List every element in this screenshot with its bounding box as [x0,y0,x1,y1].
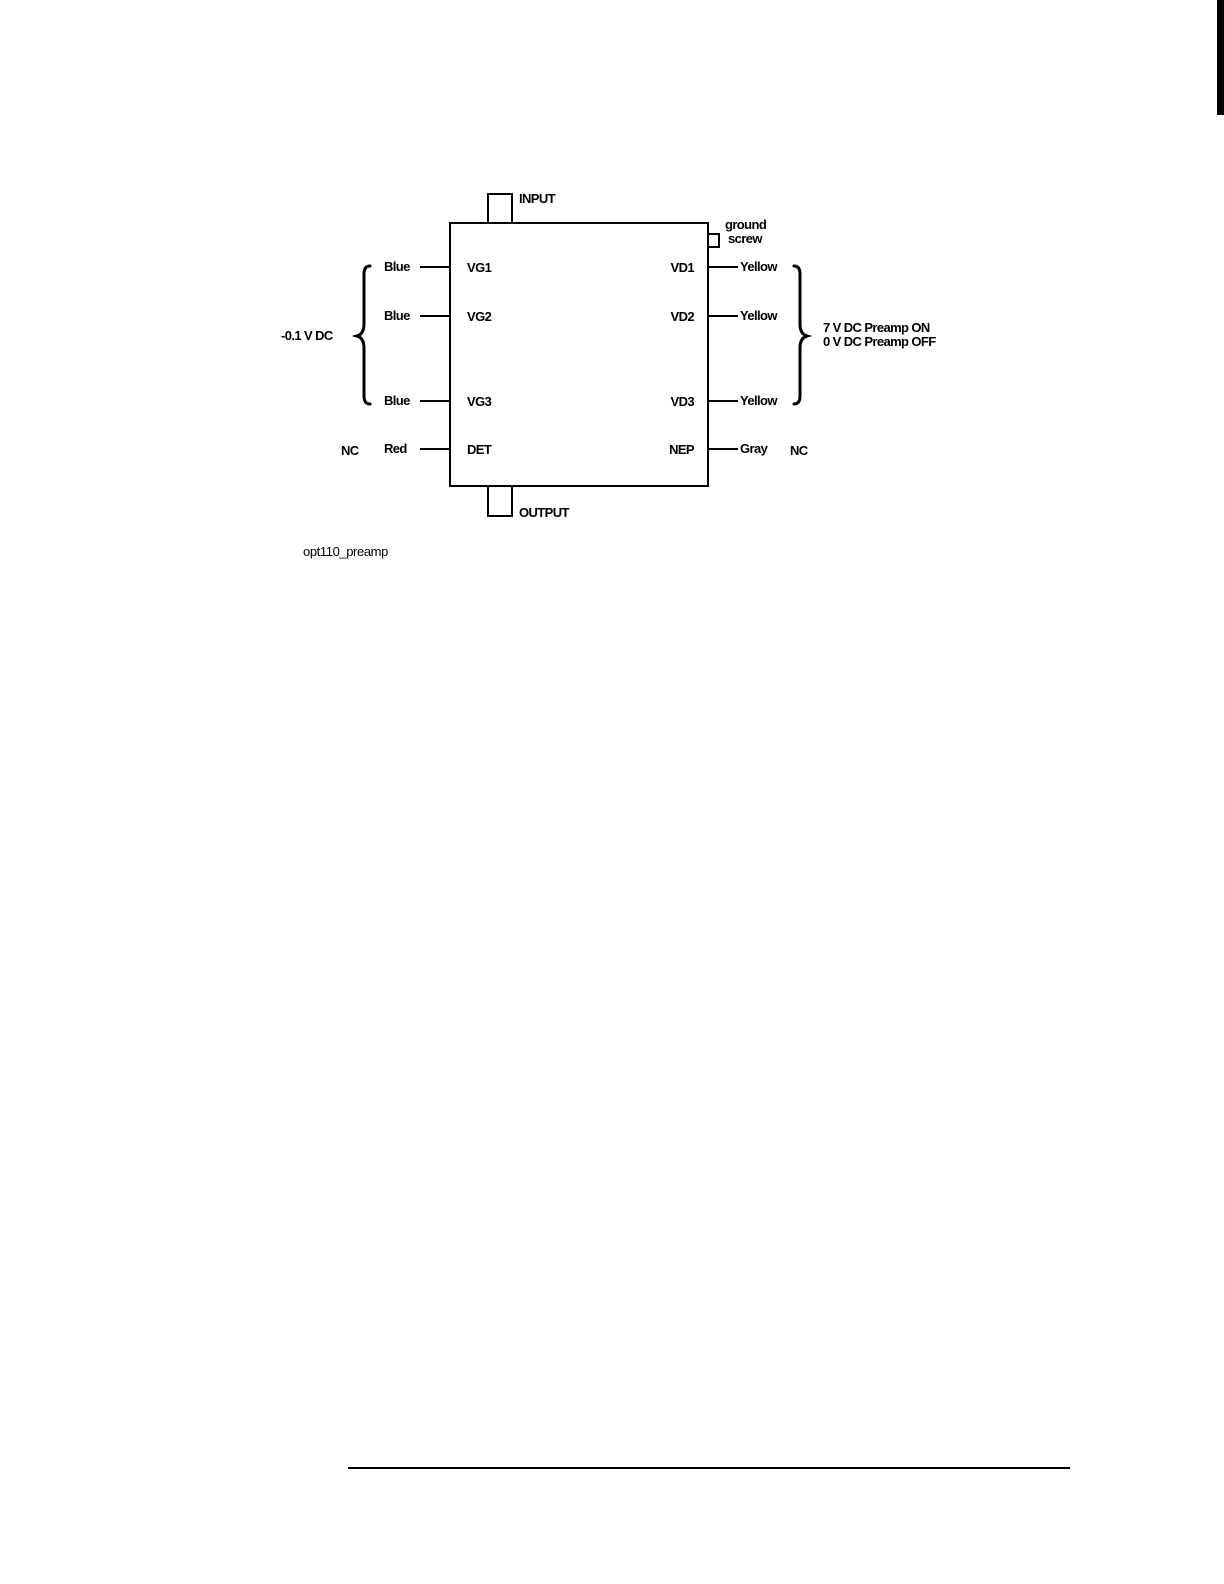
wire-color-vd3: Yellow [740,394,777,407]
pin-vg2: VG2 [467,310,491,323]
det-nc-note: NC [341,444,359,457]
input-connector [488,194,512,223]
wire-color-vd1: Yellow [740,260,777,273]
pin-vd1: VD1 [671,261,695,274]
right-brace [794,266,807,404]
wire-color-det: Red [384,442,407,455]
drain-voltage-off-label: 0 V DC Preamp OFF [823,335,936,348]
figure-caption: opt110_preamp [303,545,388,558]
ground-label-line2: screw [728,232,762,245]
input-label: INPUT [519,192,555,205]
pin-nep: NEP [669,443,694,456]
output-connector [488,486,512,516]
pin-vg1: VG1 [467,261,491,274]
wire-color-vg1: Blue [384,260,410,273]
pin-det: DET [467,443,491,456]
output-label: OUTPUT [519,506,569,519]
gate-voltage-label: -0.1 V DC [281,329,333,342]
drain-voltage-on-label: 7 V DC Preamp ON [823,321,930,334]
ground-screw [708,234,719,247]
pin-vd2: VD2 [671,310,695,323]
pin-vd3: VD3 [671,395,695,408]
nep-nc-note: NC [790,444,808,457]
left-brace [357,266,370,404]
wire-color-vd2: Yellow [740,309,777,322]
footer-rule [348,1467,1070,1469]
wire-color-nep: Gray [740,442,767,455]
ground-label-line1: ground [725,218,766,231]
wire-color-vg3: Blue [384,394,410,407]
wire-color-vg2: Blue [384,309,410,322]
pin-vg3: VG3 [467,395,491,408]
